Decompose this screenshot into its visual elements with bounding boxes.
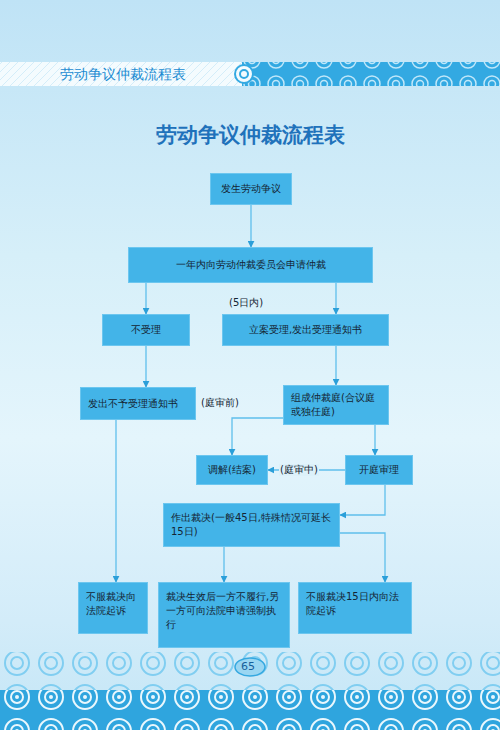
process-box: 开庭审理 [345,455,413,485]
box-text: 发出不予受理通知书 [88,397,188,411]
flow-arrow [335,283,336,314]
flow-arrow [340,485,385,515]
flow-arrow [232,418,283,455]
footer-band [0,690,500,730]
box-text: 裁决生效后一方不履行,另一方可向法院申请强制执行 [166,590,282,632]
box-text: 不受理 [110,323,182,337]
header-pattern [242,62,500,86]
flow-arrow [145,283,146,314]
page-badge [235,658,265,676]
edge-label: (5日内) [228,297,264,309]
flow-arrow [250,205,251,247]
header-swirl [235,65,253,83]
box-text: 发生劳动争议 [218,182,284,196]
process-box: 发生劳动争议 [210,173,292,205]
flow-arrow [115,420,116,582]
box-text: 立案受理,发出受理通知书 [230,323,381,337]
process-box: 一年内向劳动仲裁委员会申请仲裁 [128,247,373,283]
process-box: 作出裁决(一般45日,特殊情况可延长15日) [163,503,340,547]
process-box: 不受理 [102,314,190,346]
box-text: 不服裁决15日内向法院起诉 [306,590,404,618]
process-box: 调解(结案) [196,455,268,485]
box-text: 组成仲裁庭(合议庭或独任庭) [291,391,381,419]
page-number: 65 [241,660,255,673]
box-text: 不服裁决向法院起诉 [86,590,140,618]
edge-label: (庭审前) [200,397,240,409]
footer-pattern [0,652,500,690]
process-box: 立案受理,发出受理通知书 [222,314,389,346]
box-text: 作出裁决(一般45日,特殊情况可延长15日) [171,511,332,539]
box-text: 开庭审理 [353,463,405,477]
box-text: 调解(结案) [204,463,260,477]
box-text: 一年内向劳动仲裁委员会申请仲裁 [136,258,365,272]
process-box: 不服裁决15日内向法院起诉 [298,582,412,634]
header-swirl [240,70,248,78]
process-box: 发出不予受理通知书 [80,387,196,420]
process-box: 裁决生效后一方不履行,另一方可向法院申请强制执行 [158,582,290,648]
process-box: 组成仲裁庭(合议庭或独任庭) [283,385,389,425]
flow-arrow [374,425,375,455]
flow-arrow [223,547,224,582]
flow-arrow [335,346,336,385]
header-title: 劳动争议仲裁流程表 [60,66,186,84]
edge-label: (庭审中) [279,464,319,476]
flow-arrow [340,533,385,582]
diagram-title: 劳动争议仲裁流程表 [0,121,500,149]
process-box: 不服裁决向法院起诉 [78,582,148,634]
flow-arrow [145,346,146,387]
header-band [0,62,500,86]
